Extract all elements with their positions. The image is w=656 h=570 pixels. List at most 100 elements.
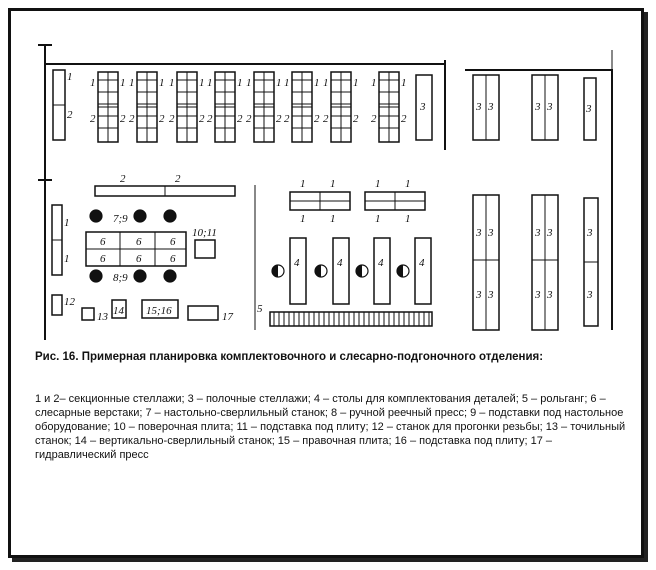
label-4: 4 xyxy=(419,257,425,269)
label-1: 1 xyxy=(237,77,243,89)
label-3: 3 xyxy=(475,227,482,239)
hydraulic-press xyxy=(187,305,219,321)
label-1: 1 xyxy=(284,77,290,89)
label-1: 1 xyxy=(276,77,282,89)
label-1: 1 xyxy=(314,77,320,89)
label-2: 2 xyxy=(314,113,320,125)
label-12: 12 xyxy=(64,296,76,308)
label-2: 2 xyxy=(159,113,165,125)
assembly-table xyxy=(332,237,350,305)
label-6: 6 xyxy=(100,236,106,248)
label-1: 1 xyxy=(300,213,306,225)
label-3: 3 xyxy=(487,101,494,113)
label-1: 1 xyxy=(159,77,165,89)
label-4: 4 xyxy=(294,257,300,269)
label-2: 2 xyxy=(371,113,377,125)
label-1: 1 xyxy=(246,77,252,89)
label-2: 2 xyxy=(120,173,126,185)
label-3: 3 xyxy=(487,289,494,301)
label-1: 1 xyxy=(375,178,381,190)
label-15-16: 15;16 xyxy=(146,305,172,317)
label-2: 2 xyxy=(276,113,282,125)
figure-caption-title: Рис. 16. Примерная планировка комплектов… xyxy=(35,351,544,363)
label-3: 3 xyxy=(487,227,494,239)
label-3: 3 xyxy=(546,227,553,239)
label-1: 1 xyxy=(199,77,205,89)
label-2: 2 xyxy=(199,113,205,125)
label-2: 2 xyxy=(401,113,407,125)
press-icon xyxy=(133,269,147,283)
label-6: 6 xyxy=(170,236,176,248)
label-2: 2 xyxy=(120,113,126,125)
vertical-drill xyxy=(111,299,127,319)
label-1: 1 xyxy=(207,77,213,89)
label-2: 2 xyxy=(169,113,175,125)
label-2: 2 xyxy=(353,113,359,125)
label-14: 14 xyxy=(113,305,125,317)
label-1: 1 xyxy=(371,77,377,89)
drilling-machine-icon xyxy=(89,209,103,223)
label-4: 4 xyxy=(337,257,343,269)
thread-machine xyxy=(51,294,63,316)
label-1: 1 xyxy=(330,178,336,190)
drilling-machine-icon xyxy=(163,209,177,223)
shelf-rack xyxy=(583,77,597,141)
label-3: 3 xyxy=(534,227,541,239)
label-4: 4 xyxy=(378,257,384,269)
label-10-11: 10;11 xyxy=(192,227,217,239)
label-2: 2 xyxy=(237,113,243,125)
straightening-plate xyxy=(141,299,179,319)
label-1: 1 xyxy=(67,71,73,83)
label-8-9: 8;9 xyxy=(113,272,128,284)
stool-icon-half xyxy=(315,265,321,277)
label-6: 6 xyxy=(136,253,142,265)
label-2: 2 xyxy=(90,113,96,125)
stool-icon-half xyxy=(272,265,278,277)
label-3: 3 xyxy=(534,289,541,301)
label-1: 1 xyxy=(120,77,126,89)
label-3: 3 xyxy=(546,289,553,301)
stool-icon-half xyxy=(356,265,362,277)
label-3: 3 xyxy=(586,289,593,301)
label-7-9: 7;9 xyxy=(113,213,128,225)
label-1: 1 xyxy=(300,178,306,190)
label-1: 1 xyxy=(323,77,329,89)
assembly-table xyxy=(373,237,391,305)
label-3: 3 xyxy=(475,289,482,301)
assembly-table xyxy=(414,237,432,305)
label-3: 3 xyxy=(534,101,541,113)
label-2: 2 xyxy=(207,113,213,125)
label-3: 3 xyxy=(585,103,592,115)
stool-icon-half xyxy=(397,265,403,277)
shelf-rack xyxy=(415,74,433,141)
label-2: 2 xyxy=(284,113,290,125)
label-5: 5 xyxy=(257,303,263,315)
label-3: 3 xyxy=(546,101,553,113)
label-2: 2 xyxy=(323,113,329,125)
label-1: 1 xyxy=(64,217,70,229)
drilling-machine-icon xyxy=(133,209,147,223)
label-2: 2 xyxy=(175,173,181,185)
label-1: 1 xyxy=(405,213,411,225)
label-17: 17 xyxy=(222,311,234,323)
label-3: 3 xyxy=(419,101,426,113)
label-1: 1 xyxy=(64,253,70,265)
label-3: 3 xyxy=(475,101,482,113)
label-6: 6 xyxy=(136,236,142,248)
grinding-machine xyxy=(81,307,95,321)
label-1: 1 xyxy=(90,77,96,89)
label-1: 1 xyxy=(401,77,407,89)
label-6: 6 xyxy=(170,253,176,265)
label-1: 1 xyxy=(169,77,175,89)
label-3: 3 xyxy=(586,227,593,239)
press-icon xyxy=(163,269,177,283)
label-6: 6 xyxy=(100,253,106,265)
press-icon xyxy=(89,269,103,283)
label-1: 1 xyxy=(405,178,411,190)
label-1: 1 xyxy=(129,77,135,89)
roller-conveyor xyxy=(269,311,433,327)
label-1: 1 xyxy=(375,213,381,225)
assembly-table xyxy=(289,237,307,305)
label-13: 13 xyxy=(97,311,109,323)
